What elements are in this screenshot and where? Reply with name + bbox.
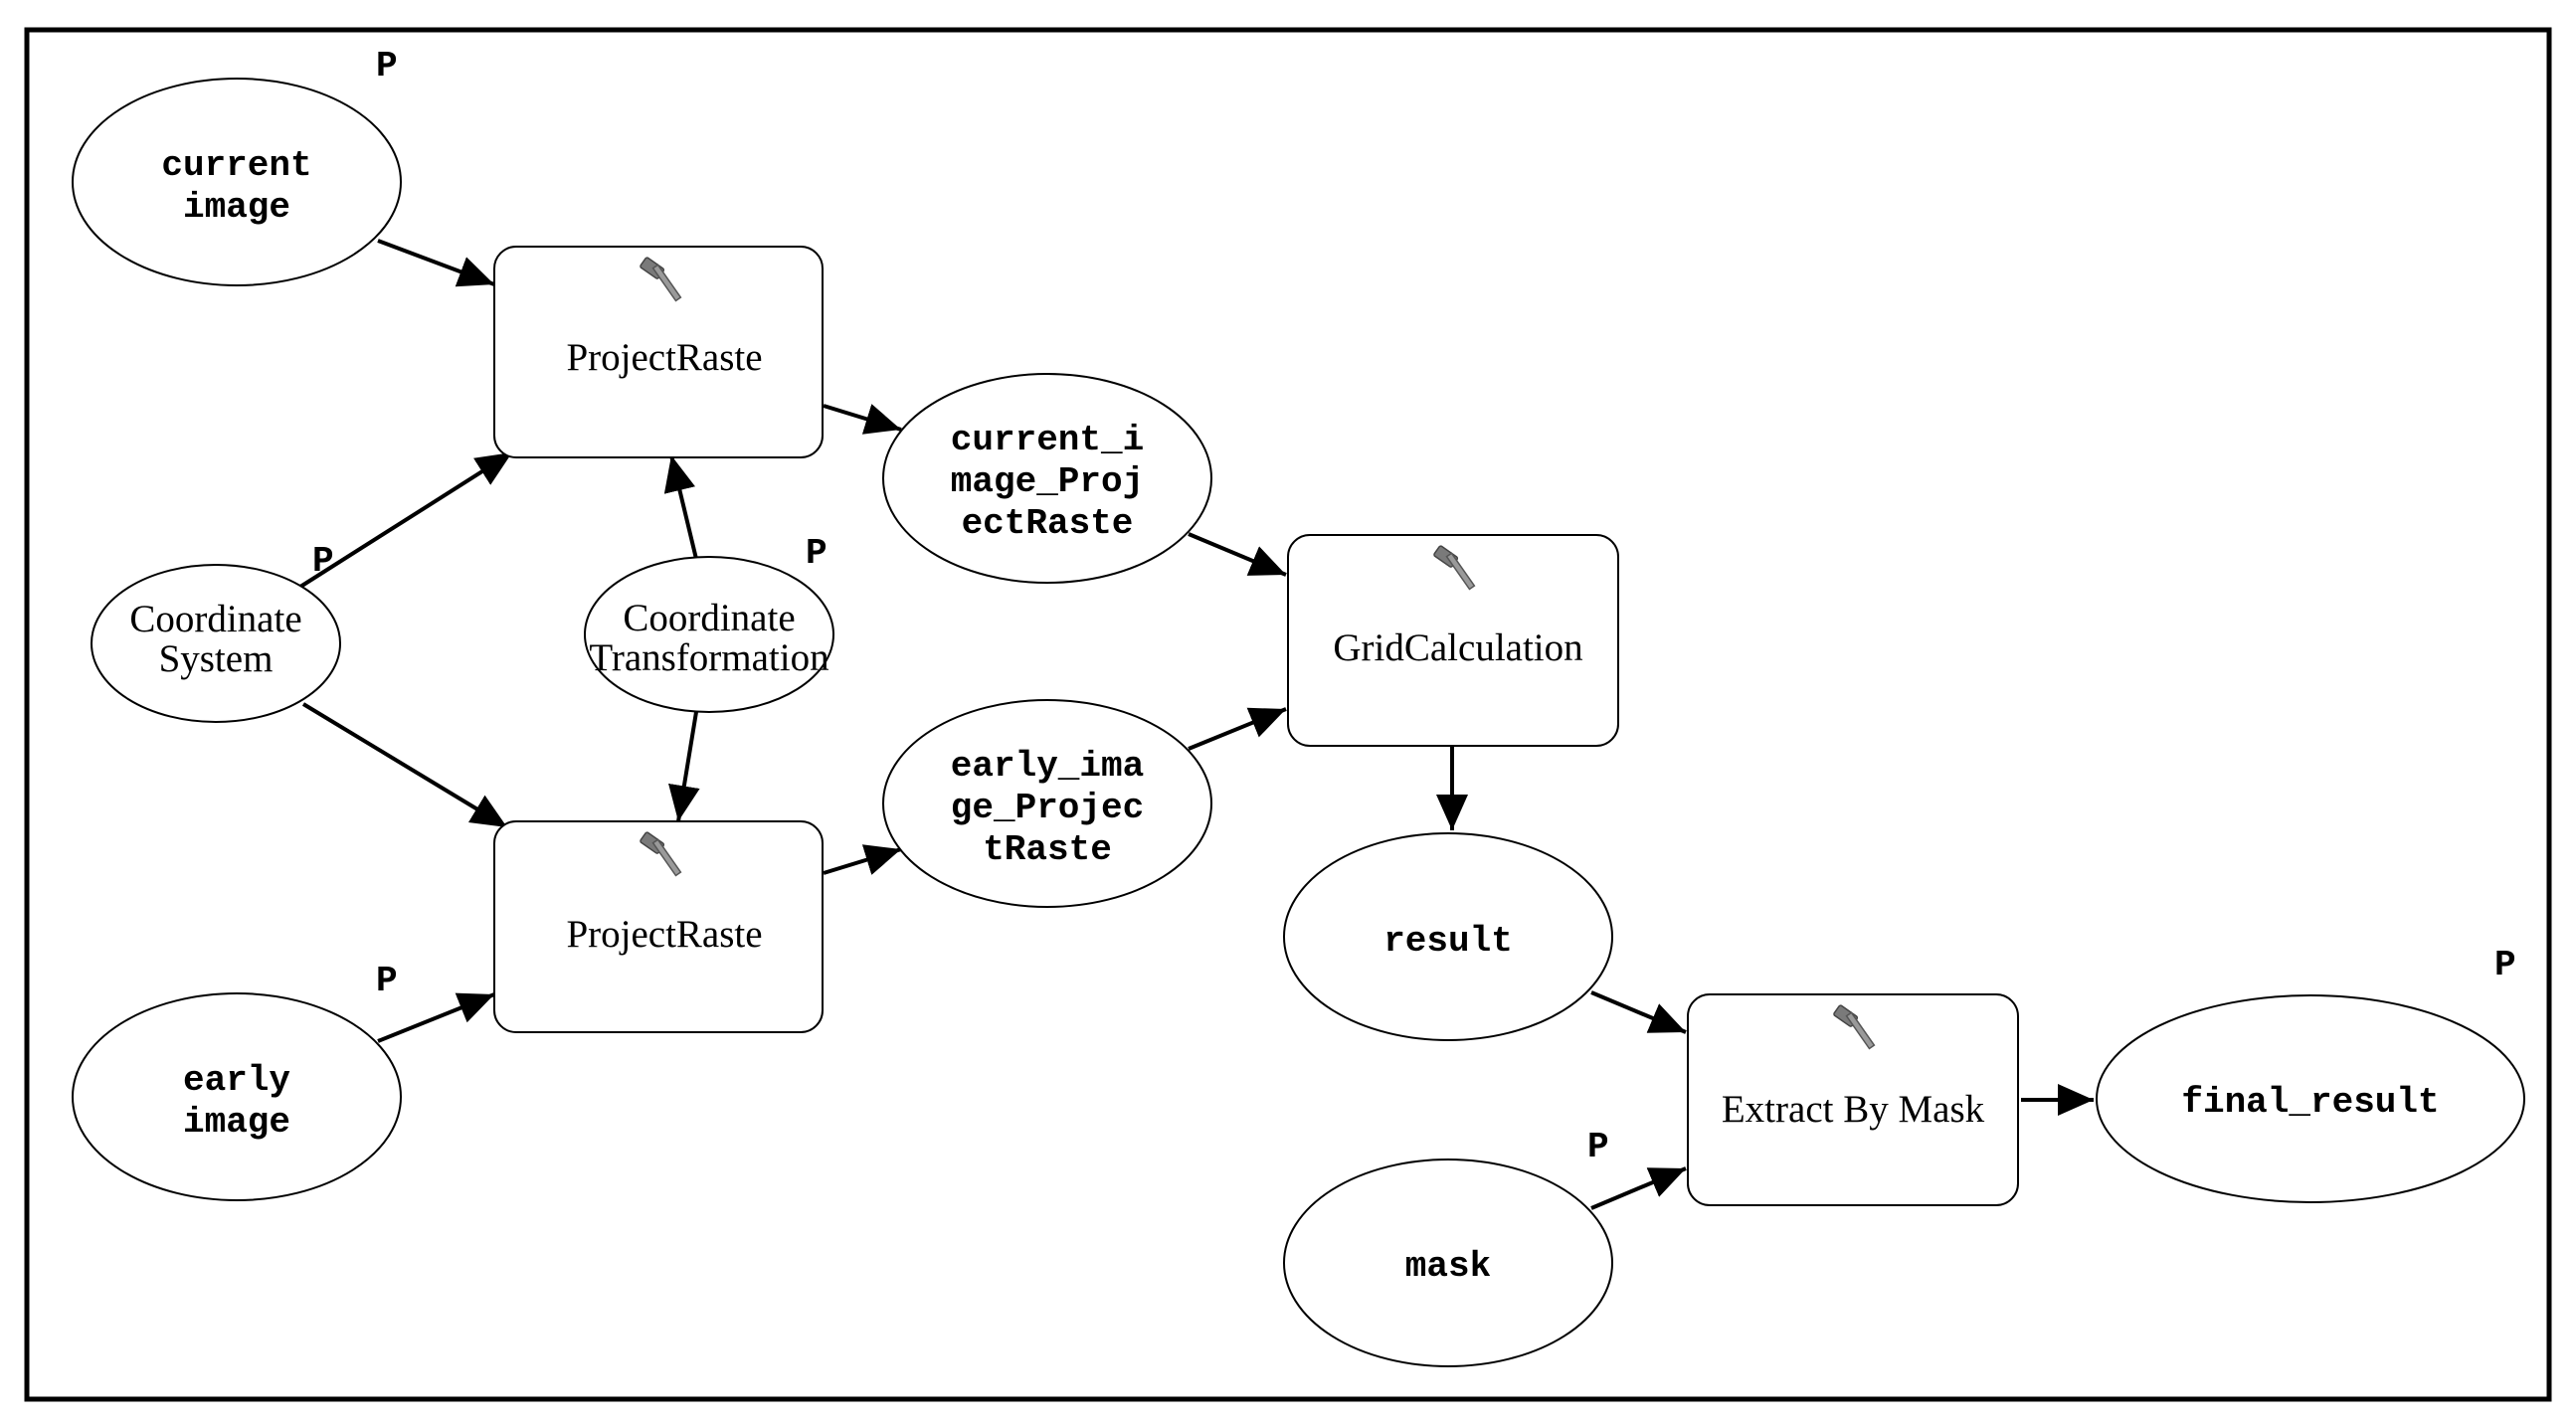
node-gridcalculation-label: GridCalculation	[1333, 626, 1582, 669]
edge-current-image-to-projectraste-top	[377, 239, 495, 287]
node-early-image-projectraste: early_ima ge_Projec tRaste	[882, 699, 1212, 908]
edge-coordinate-transformation-to-projectraste-top	[663, 454, 698, 560]
node-projectraste-bottom-label: ProjectRaste	[566, 913, 762, 956]
param-marker-coordinate-system: P	[312, 541, 334, 582]
edge-projectraste-bottom-to-early-image-projectraste	[823, 844, 902, 875]
node-early-image-line-1: early	[183, 1060, 290, 1101]
node-mask: mask P	[1283, 1127, 1613, 1367]
node-early-image: early image P	[72, 961, 402, 1201]
edge-projectraste-top-to-current-image-projectraste	[823, 404, 902, 435]
node-result-label: result	[1383, 921, 1513, 962]
param-marker-mask: P	[1587, 1127, 1609, 1167]
param-marker-current-image: P	[376, 46, 398, 87]
node-current-image-projectraste: current_i mage_Proj ectRaste	[882, 373, 1212, 584]
edge-current-image-projectraste-to-gridcalculation	[1188, 532, 1287, 577]
node-gridcalculation: GridCalculation	[1287, 534, 1619, 747]
node-early-image-projectraste-line-3: tRaste	[983, 829, 1112, 870]
node-final-result-label: final_result	[2181, 1082, 2439, 1123]
edges	[298, 239, 2094, 1210]
node-coordinate-system-line-1: Coordinate	[129, 598, 301, 640]
node-early-image-projectraste-line-2: ge_Projec	[951, 788, 1144, 828]
node-projectraste-top-label: ProjectRaste	[566, 336, 762, 379]
edge-early-image-to-projectraste-bottom	[377, 992, 495, 1043]
node-mask-label: mask	[1405, 1246, 1491, 1287]
edge-coordinate-system-to-projectraste-top	[298, 450, 514, 589]
node-coordinate-transformation: Coordinate Transformation P	[584, 533, 834, 713]
node-extract-by-mask: Extract By Mask	[1687, 993, 2019, 1206]
node-current-image-projectraste-line-1: current_i	[951, 420, 1144, 460]
param-marker-early-image: P	[376, 961, 398, 1001]
node-coordinate-system: Coordinate System P	[91, 541, 341, 723]
edge-result-to-extract-by-mask	[1590, 990, 1687, 1034]
node-current-image-line-1: current	[161, 145, 311, 186]
edge-coordinate-transformation-to-projectraste-bottom	[668, 711, 700, 822]
param-marker-final-result: P	[2494, 945, 2516, 985]
node-coordinate-system-line-2: System	[159, 637, 274, 680]
node-result: result	[1283, 832, 1613, 1041]
node-early-image-line-2: image	[183, 1102, 290, 1143]
node-current-image: current image P	[72, 46, 402, 286]
node-final-result: final_result P	[2096, 945, 2525, 1203]
edge-coordinate-system-to-projectraste-bottom	[301, 702, 509, 829]
diagram-frame	[24, 27, 2552, 1402]
node-current-image-projectraste-line-3: ectRaste	[962, 503, 1134, 544]
node-coordinate-transformation-line-2: Transformation	[589, 636, 828, 679]
node-current-image-line-2: image	[183, 187, 290, 228]
node-early-image-projectraste-line-1: early_ima	[951, 746, 1144, 787]
node-projectraste-bottom: ProjectRaste	[493, 820, 824, 1033]
node-extract-by-mask-label: Extract By Mask	[1722, 1088, 1985, 1131]
edge-early-image-projectraste-to-gridcalculation	[1188, 707, 1287, 751]
param-marker-coordinate-transformation: P	[806, 533, 828, 574]
node-current-image-projectraste-line-2: mage_Proj	[951, 461, 1144, 502]
node-coordinate-transformation-line-1: Coordinate	[623, 597, 795, 639]
edge-mask-to-extract-by-mask	[1590, 1166, 1687, 1210]
node-projectraste-top: ProjectRaste	[493, 246, 824, 458]
